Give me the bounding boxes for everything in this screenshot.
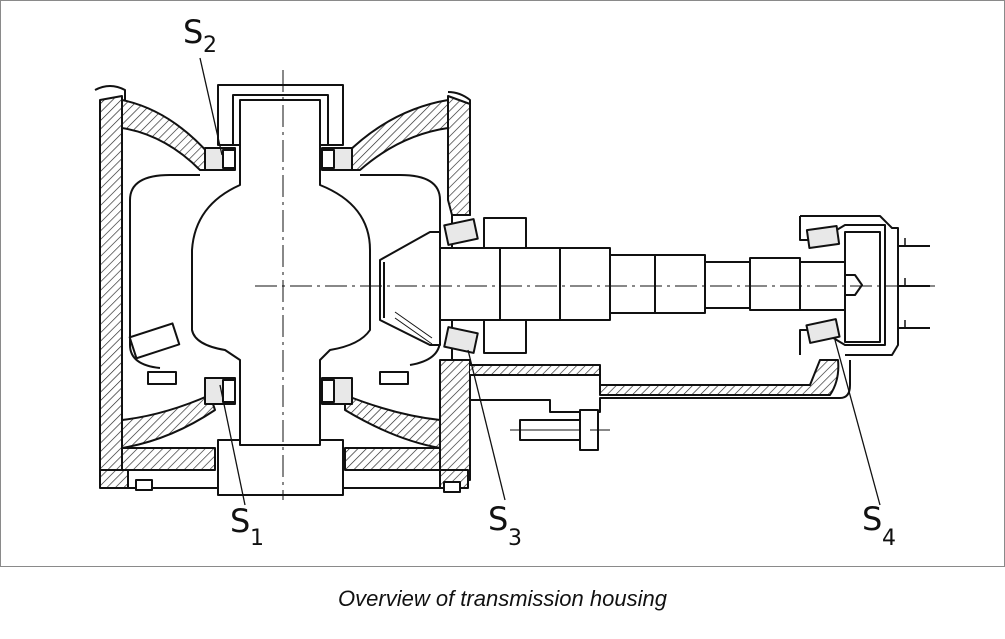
svg-text:1: 1 xyxy=(250,526,264,551)
shaft-nut xyxy=(844,274,863,296)
svg-text:S: S xyxy=(862,500,882,538)
housing-bolt xyxy=(510,409,610,451)
label-s4: S 4 xyxy=(862,500,896,551)
svg-text:S: S xyxy=(230,502,250,540)
bearing-upper-right xyxy=(321,147,353,171)
housing-bottom-wall xyxy=(121,394,216,449)
svg-text:S: S xyxy=(183,13,203,51)
label-s1: S 1 xyxy=(230,502,264,551)
leader-s4 xyxy=(834,339,881,506)
label-s2: S 2 xyxy=(183,13,217,58)
svg-text:4: 4 xyxy=(882,526,896,551)
pinion-bearing-lower xyxy=(443,326,479,354)
leader-s1 xyxy=(219,384,246,506)
label-s3: S 3 xyxy=(488,500,522,551)
figure-caption: Overview of transmission housing xyxy=(338,586,667,611)
svg-text:2: 2 xyxy=(203,33,217,58)
bearing-lower-right xyxy=(321,377,353,405)
housing-top-wall xyxy=(121,99,216,171)
mounting-studs xyxy=(898,238,930,329)
housing-left-wall xyxy=(99,95,123,471)
end-bearing-upper xyxy=(805,224,841,250)
bearing-upper-left xyxy=(204,147,236,171)
bearing-lower-left xyxy=(204,377,236,405)
housing-right-wall xyxy=(447,95,471,216)
svg-text:3: 3 xyxy=(508,526,522,551)
differential-case xyxy=(191,99,371,446)
pinion-head xyxy=(379,231,441,346)
leader-s2 xyxy=(199,57,223,156)
pinion-bearing-upper xyxy=(443,218,479,246)
support-arm xyxy=(470,359,840,396)
svg-text:S: S xyxy=(488,500,508,538)
end-bearing-lower xyxy=(805,318,841,344)
pinion-shaft xyxy=(439,247,846,321)
leader-s3 xyxy=(467,349,506,501)
bottom-boss xyxy=(217,439,344,496)
transmission-housing-drawing: S 2 S 1 S 3 S 4 xyxy=(94,13,935,551)
